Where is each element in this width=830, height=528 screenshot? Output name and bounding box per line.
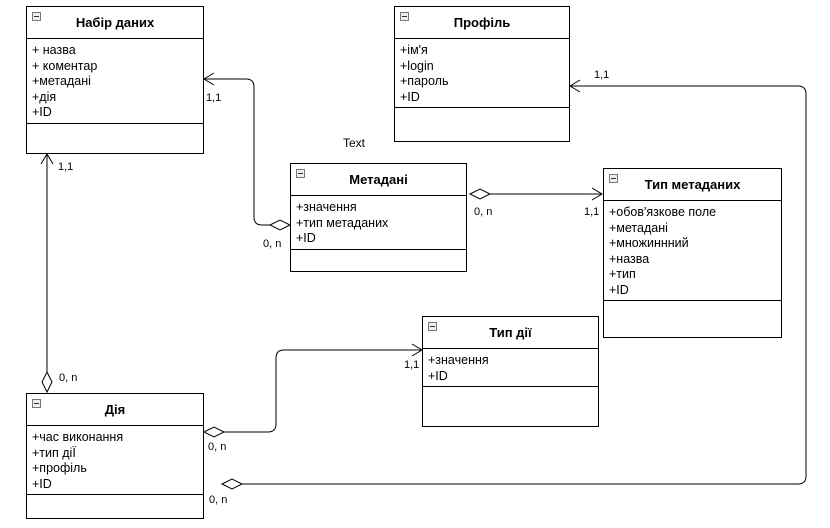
class-metadata-type-title: Тип метаданих	[644, 177, 741, 192]
class-action-type[interactable]: Тип дії +значення +ID	[422, 316, 599, 427]
class-metadata-header: Метадані	[291, 164, 466, 196]
attribute: +ID	[428, 368, 448, 383]
connector-metadata-dataset[interactable]	[204, 78, 290, 226]
class-metadata-type-attributes: +обов'язкове поле +метадані +множиннний …	[604, 201, 781, 301]
class-action-header: Дія	[27, 394, 203, 426]
collapse-icon[interactable]	[428, 322, 437, 331]
arrowhead-dataset-bottom	[40, 153, 54, 165]
multiplicity-label: 0, n	[208, 441, 227, 453]
class-profile-title: Профіль	[453, 15, 511, 30]
arrowhead-metatype	[591, 187, 603, 201]
class-dataset-header: Набір даних	[27, 7, 203, 39]
attribute: +множиннний	[609, 236, 689, 250]
diamond-action-dataset	[41, 370, 53, 394]
attribute: +метадані	[609, 220, 668, 235]
collapse-icon[interactable]	[609, 174, 618, 183]
multiplicity-label: 0, n	[59, 372, 78, 384]
diamond-metadata-metatype	[468, 188, 492, 200]
multiplicity-label: 0, n	[474, 206, 493, 218]
diamond-metadata-dataset	[268, 219, 292, 231]
collapse-icon[interactable]	[296, 169, 305, 178]
class-profile-attributes: +ім'я +login +пароль +ID	[395, 39, 569, 108]
attribute: +обов'язкове поле	[609, 205, 717, 219]
class-metadata-type-header: Тип метаданих	[604, 169, 781, 201]
connector-action-profile[interactable]	[242, 85, 807, 485]
attribute: +метадані	[32, 74, 91, 88]
collapse-icon[interactable]	[400, 12, 409, 21]
arrowhead-dataset	[203, 72, 215, 86]
class-dataset-title: Набір даних	[75, 15, 155, 30]
attribute: +ID	[32, 476, 52, 491]
class-metadata[interactable]: Метадані +значення +тип метаданих +ID	[290, 163, 467, 272]
multiplicity-label: 1,1	[584, 206, 600, 218]
attribute: +тип метаданих	[296, 215, 389, 230]
attribute: +тип	[609, 267, 636, 281]
attribute: +ім'я	[400, 43, 428, 57]
attribute: +пароль	[400, 74, 449, 88]
class-profile-header: Профіль	[395, 7, 569, 39]
collapse-icon[interactable]	[32, 12, 41, 21]
class-dataset[interactable]: Набір даних + назва + коментар +метадані…	[26, 6, 204, 154]
class-action-type-attributes: +значення +ID	[423, 349, 598, 387]
attribute: +назва	[609, 251, 650, 266]
multiplicity-label: 0, n	[209, 494, 228, 506]
attribute: +час виконання	[32, 430, 124, 444]
multiplicity-label: 1,1	[594, 69, 610, 81]
attribute: +значення	[428, 353, 489, 367]
class-profile[interactable]: Профіль +ім'я +login +пароль +ID	[394, 6, 570, 142]
diamond-action-profile	[220, 478, 244, 490]
class-action-type-header: Тип дії	[423, 317, 598, 349]
class-metadata-title: Метадані	[349, 172, 408, 187]
attribute: +профіль	[32, 461, 87, 475]
connector-action-actiontype[interactable]	[224, 349, 422, 433]
attribute: +значення	[296, 200, 357, 214]
attribute: +ID	[609, 282, 629, 297]
multiplicity-label: 1,1	[404, 359, 420, 371]
attribute: + коментар	[32, 58, 98, 73]
class-action-type-title: Тип дії	[489, 325, 532, 340]
attribute: +ID	[32, 105, 52, 119]
arrowhead-profile	[569, 79, 581, 93]
multiplicity-label: 0, n	[263, 238, 282, 250]
class-action-attributes: +час виконання +тип дiЇ +профіль +ID	[27, 426, 203, 495]
attribute: +login	[400, 58, 434, 73]
attribute: +ID	[400, 89, 420, 104]
diamond-action-actiontype	[202, 426, 226, 438]
attribute: +ID	[296, 231, 316, 245]
class-metadata-attributes: +значення +тип метаданих +ID	[291, 196, 466, 250]
free-text-label[interactable]: Text	[343, 136, 366, 150]
attribute: +дія	[32, 89, 57, 104]
class-metadata-type[interactable]: Тип метаданих +обов'язкове поле +метадан…	[603, 168, 782, 338]
attribute: + назва	[32, 43, 76, 57]
collapse-icon[interactable]	[32, 399, 41, 408]
attribute: +тип дiЇ	[32, 445, 76, 460]
multiplicity-label: 1,1	[58, 161, 74, 173]
class-action[interactable]: Дія +час виконання +тип дiЇ +профіль +ID	[26, 393, 204, 519]
class-dataset-attributes: + назва + коментар +метадані +дія +ID	[27, 39, 203, 124]
class-action-title: Дія	[104, 402, 126, 417]
multiplicity-label: 1,1	[206, 92, 222, 104]
